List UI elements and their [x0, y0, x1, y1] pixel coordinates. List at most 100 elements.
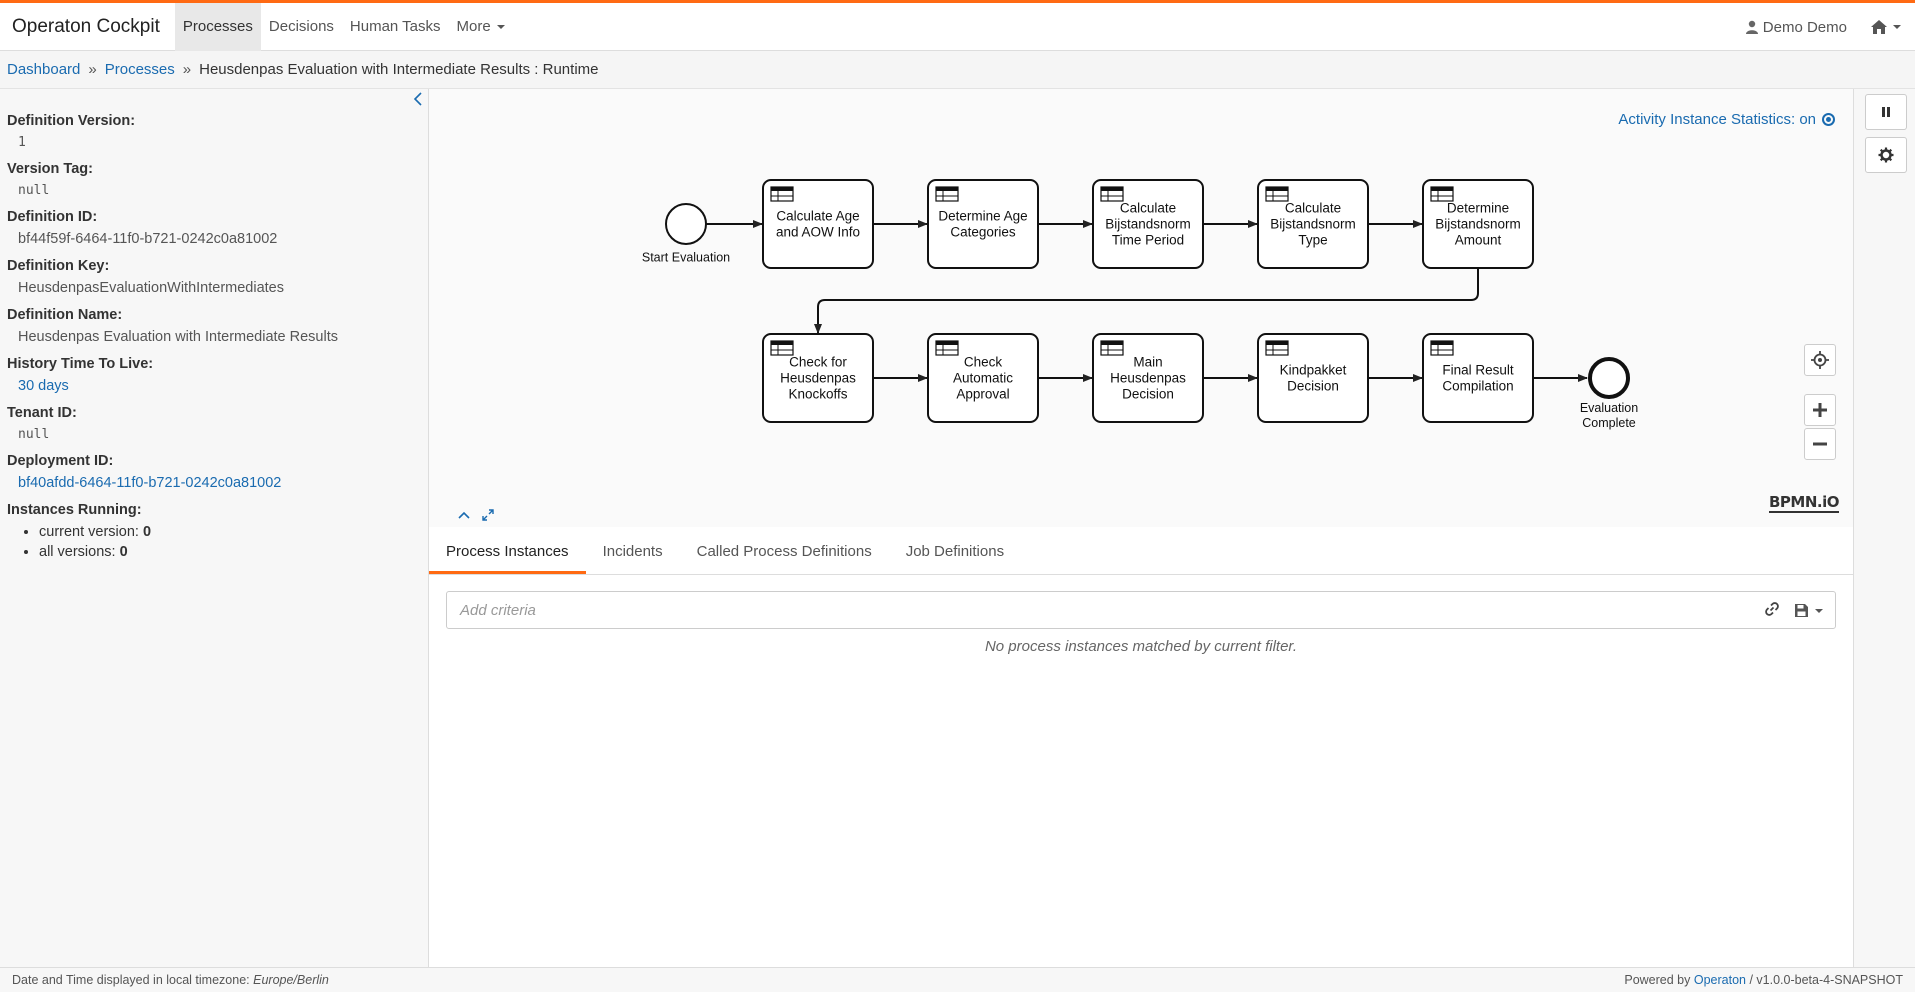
decision-table-icon-header: [1266, 187, 1288, 191]
timezone-info: Date and Time displayed in local timezon…: [12, 973, 329, 987]
deployment-id-link[interactable]: bf40afdd-6464-11f0-b721-0242c0a81002: [18, 475, 282, 491]
definition-name-label: Definition Name:: [7, 307, 123, 323]
footer: Date and Time displayed in local timezon…: [0, 967, 1915, 992]
save-search-dropdown[interactable]: [1794, 603, 1823, 618]
nav-decisions[interactable]: Decisions: [268, 18, 334, 35]
gear-icon: [1878, 147, 1894, 163]
reset-zoom-button[interactable]: [1804, 344, 1836, 376]
powered-by: Powered by Operaton / v1.0.0-beta-4-SNAP…: [1624, 973, 1903, 987]
radio-on-icon: [1822, 113, 1835, 126]
home-menu[interactable]: [1871, 20, 1901, 34]
chevron-up-icon: [458, 511, 470, 519]
statistics-label: Activity Instance Statistics: on: [1618, 111, 1816, 128]
nav-processes[interactable]: Processes: [174, 2, 261, 51]
tab-incidents[interactable]: Incidents: [602, 543, 663, 560]
breadcrumb-current: Heusdenpas Evaluation with Intermediate …: [199, 61, 599, 78]
tab-called-process-definitions[interactable]: Called Process Definitions: [696, 543, 872, 560]
maximize-diagram-button[interactable]: [481, 508, 495, 525]
caret-down-icon: [496, 24, 505, 29]
start-event: [665, 203, 707, 245]
tab-process-instances[interactable]: Process Instances: [429, 526, 586, 574]
all-versions-label: all versions:: [39, 544, 116, 560]
instances-running-list: current version: 0 all versions: 0: [7, 524, 421, 560]
breadcrumb-processes[interactable]: Processes: [104, 61, 175, 78]
history-ttl-link[interactable]: 30 days: [18, 378, 69, 394]
end-event: [1588, 357, 1630, 399]
chevron-left-icon: [413, 92, 422, 106]
expand-icon: [482, 509, 494, 521]
copy-link-button[interactable]: [1764, 601, 1780, 620]
nav-more-dropdown[interactable]: More: [449, 3, 513, 51]
empty-state-message: No process instances matched by current …: [984, 638, 1298, 655]
link-icon: [1765, 602, 1779, 616]
zoom-out-button[interactable]: [1804, 428, 1836, 460]
version-text: / v1.0.0-beta-4-SNAPSHOT: [1749, 973, 1903, 987]
current-version-label: current version:: [39, 524, 139, 540]
version-tag-label: Version Tag:: [7, 161, 93, 177]
definition-key-value: HeusdenpasEvaluationWithIntermediates: [18, 280, 284, 296]
tab-job-definitions[interactable]: Job Definitions: [905, 543, 1005, 560]
process-instances-panel: Add criteria No process instances matche…: [429, 575, 1853, 967]
breadcrumb-separator: »: [88, 61, 97, 78]
decision-table-icon-header: [771, 341, 793, 345]
sequence-flow: [814, 268, 1479, 334]
zoom-in-button[interactable]: [1804, 394, 1836, 426]
caret-down-icon: [1893, 25, 1901, 29]
plus-icon: [1813, 403, 1827, 417]
bpmn-io-logo[interactable]: BPMN.iO: [1769, 493, 1840, 513]
home-icon: [1871, 20, 1887, 34]
history-ttl-label: History Time To Live:: [7, 356, 154, 372]
user-menu[interactable]: Demo Demo: [1745, 19, 1847, 36]
breadcrumb-dashboard[interactable]: Dashboard: [7, 61, 81, 78]
collapse-sidebar-button[interactable]: [412, 91, 424, 110]
settings-button[interactable]: [1865, 137, 1907, 173]
decision-table-icon-header: [1101, 341, 1123, 345]
definition-version-label: Definition Version:: [7, 113, 136, 129]
top-navbar: Operaton Cockpit Processes Decisions Hum…: [0, 0, 1915, 51]
timezone-value: Europe/Berlin: [253, 973, 329, 987]
operaton-link[interactable]: Operaton: [1693, 973, 1746, 987]
instances-running-label: Instances Running:: [7, 502, 142, 518]
user-name: Demo Demo: [1762, 18, 1847, 36]
definition-id-label: Definition ID:: [7, 209, 98, 225]
brand-title[interactable]: Operaton Cockpit: [12, 15, 160, 37]
right-toolbar: [1853, 89, 1915, 967]
tenant-id-value: null: [18, 427, 50, 442]
version-tag-value: null: [18, 183, 50, 198]
suspend-definition-button[interactable]: [1865, 94, 1907, 130]
pause-icon: [1882, 107, 1890, 117]
deployment-id-label: Deployment ID:: [7, 453, 114, 469]
crosshair-icon: [1811, 351, 1829, 369]
definition-details-sidebar: Definition Version: 1 Version Tag: null …: [0, 89, 429, 967]
minus-icon: [1813, 442, 1827, 446]
decision-table-icon-header: [1431, 341, 1453, 345]
all-versions-count: 0: [119, 544, 128, 560]
nav-human-tasks[interactable]: Human Tasks: [349, 18, 441, 35]
bpmn-diagram-canvas[interactable]: Activity Instance Statistics: on Start E…: [429, 89, 1853, 527]
decision-table-icon-header: [936, 341, 958, 345]
collapse-diagram-button[interactable]: [457, 508, 471, 525]
nav-more-label: More: [456, 18, 491, 35]
user-icon: [1745, 20, 1758, 34]
definition-key-label: Definition Key:: [7, 258, 110, 274]
current-version-count: 0: [142, 524, 152, 540]
definition-version-value: 1: [18, 135, 26, 150]
decision-table-icon-header: [1266, 341, 1288, 345]
detail-tabs: Process Instances Incidents Called Proce…: [429, 527, 1853, 575]
decision-table-icon-header: [936, 187, 958, 191]
timezone-prefix: Date and Time displayed in local timezon…: [12, 973, 250, 987]
search-criteria-input[interactable]: Add criteria: [446, 591, 1836, 629]
powered-prefix: Powered by: [1624, 973, 1691, 987]
activity-instance-statistics-toggle[interactable]: Activity Instance Statistics: on: [1618, 111, 1835, 128]
